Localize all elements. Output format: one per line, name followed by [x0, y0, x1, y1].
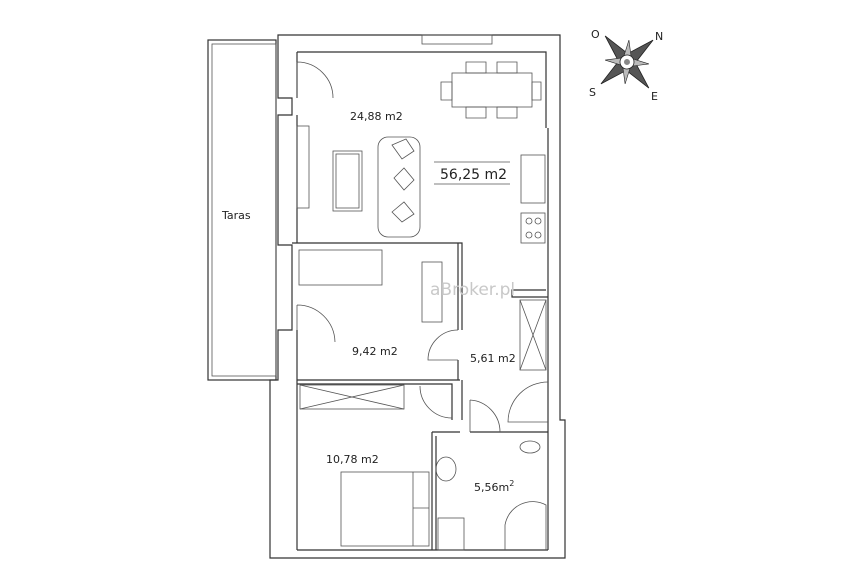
window: [421, 34, 493, 45]
washbasin: [435, 456, 457, 482]
compass-e: E: [651, 90, 658, 103]
terrace: Taras: [207, 39, 277, 381]
walls: [269, 34, 566, 559]
dining-table: [451, 72, 533, 108]
sofa: [377, 136, 421, 238]
area-label-living: 24,88 m2: [350, 110, 403, 123]
wardrobe: [519, 299, 547, 371]
compass-n: N: [655, 30, 663, 43]
total-area-label: 56,25 m2: [440, 167, 507, 183]
tv-unit: [296, 125, 310, 209]
wardrobe: [299, 384, 405, 410]
sink: [520, 154, 546, 204]
area-label-bedroom: 10,78 m2: [326, 453, 379, 466]
compass-w: O: [591, 28, 600, 41]
doors: [296, 61, 549, 433]
desk: [421, 261, 443, 323]
compass-rose-icon: N E S O: [589, 28, 663, 103]
bed-double: [340, 471, 430, 547]
bed-single: [298, 249, 383, 286]
area-label-hall: 5,61 m2: [470, 352, 516, 365]
area-label-room: 9,42 m2: [352, 345, 398, 358]
toilet: [519, 440, 541, 454]
watermark: aBroker.pl: [430, 280, 515, 300]
compass-s: S: [589, 86, 596, 99]
washing-machine: [437, 517, 465, 551]
area-label-bathroom: 5,56m2: [474, 479, 514, 494]
terrace-label: Taras: [221, 209, 251, 222]
cooktop: [520, 212, 546, 244]
shower: [504, 501, 547, 550]
coffee-table: [332, 150, 363, 212]
furniture: [296, 61, 547, 551]
